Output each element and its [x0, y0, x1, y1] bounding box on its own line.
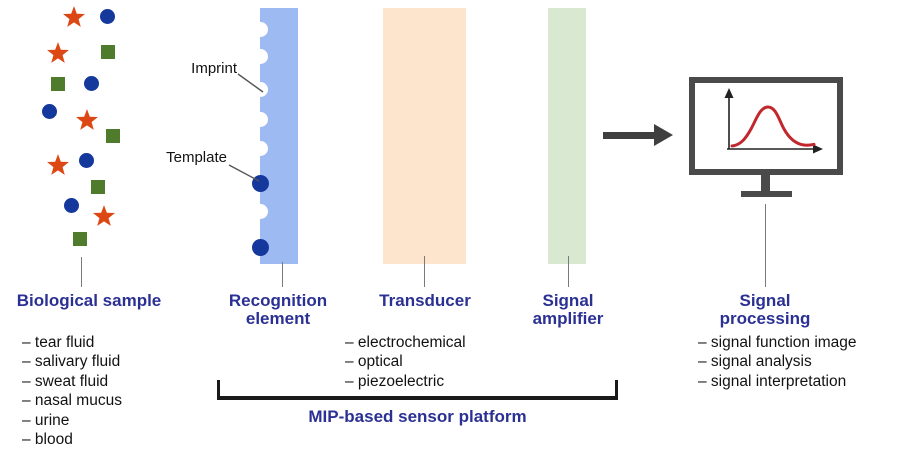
analyte-circle-icon	[83, 75, 99, 91]
template-dot-icon	[251, 174, 269, 192]
x-axis-arrowhead	[813, 144, 823, 154]
signal-amplifier-title: Signal amplifier	[506, 292, 630, 327]
analyte-star-icon	[63, 6, 85, 27]
imprint-notch	[252, 111, 268, 127]
analyte-star-icon	[93, 205, 115, 226]
analyte-circle-icon	[63, 197, 79, 213]
biological-sample-title: Biological sample	[16, 291, 162, 310]
template-dot-icon	[251, 238, 269, 256]
list-item: – signal analysis	[698, 353, 812, 371]
analyte-star-icon	[47, 42, 69, 63]
list-item: – nasal mucus	[22, 392, 122, 410]
list-item: – sweat fluid	[22, 372, 109, 390]
analyte-star-icon	[76, 109, 98, 130]
amplifier-title-line2: amplifier	[532, 308, 604, 328]
analyte-circle-icon	[99, 8, 115, 24]
imprint-notch	[252, 21, 268, 37]
analyte-square-icon	[51, 77, 65, 91]
transducer-connector-line	[423, 256, 425, 287]
list-item: – tear fluid	[22, 334, 95, 351]
arrow-shaft	[603, 132, 654, 139]
processing-title-line2: processing	[719, 308, 811, 328]
list-item: – optical	[345, 353, 403, 371]
list-item: – signal function image	[698, 334, 857, 351]
signal-amplifier-bar	[548, 8, 586, 264]
monitor-screen	[689, 77, 843, 175]
imprint-label: Imprint	[191, 60, 237, 77]
transducer-title: Transducer	[379, 291, 471, 310]
list-item: – piezoelectric	[345, 372, 445, 390]
processing-connector-line	[764, 204, 766, 287]
signal-curve	[730, 105, 816, 148]
imprint-notch	[252, 203, 268, 219]
platform-bracket	[217, 380, 618, 400]
transducer-bar	[383, 8, 466, 264]
analyte-star-icon	[47, 154, 69, 175]
list-item: – blood	[22, 431, 73, 449]
analyte-circle-icon	[78, 152, 94, 168]
signal-curve-plot	[724, 88, 823, 154]
recognition-element-title: Recognition element	[212, 292, 344, 327]
amplifier-connector-line	[567, 256, 569, 287]
list-item: – salivary fluid	[22, 353, 121, 371]
biological-connector-line	[80, 257, 82, 287]
platform-bracket-label: MIP-based sensor platform	[308, 407, 527, 426]
monitor-icon	[689, 77, 843, 199]
recognition-element-bar	[251, 8, 298, 264]
recognition-title-line1: Recognition	[228, 291, 328, 310]
analyte-square-icon	[73, 232, 87, 246]
list-item: – urine	[22, 411, 70, 429]
imprint-notch	[252, 81, 268, 97]
template-label: Template	[166, 149, 227, 166]
monitor-stand-base	[741, 191, 792, 197]
analyte-square-icon	[106, 129, 120, 143]
biological-sample-list: – tear fluid – salivary fluid– sweat flui…	[22, 333, 122, 449]
analyte-square-icon	[101, 45, 115, 59]
processing-title-line1: Signal	[739, 291, 791, 310]
signal-processing-list: – signal function image – signal analysis…	[698, 333, 857, 391]
flow-arrow-icon	[603, 124, 673, 146]
signal-processing-title: Signal processing	[703, 292, 827, 327]
monitor-stand-neck	[761, 175, 770, 191]
imprint-notch	[252, 140, 268, 156]
imprint-notch	[252, 48, 268, 64]
amplifier-title-line1: Signal	[542, 291, 594, 310]
analyte-square-icon	[91, 180, 105, 194]
arrow-head	[654, 124, 673, 146]
recognition-title-line2: element	[245, 308, 311, 328]
recognition-connector-line	[281, 262, 283, 287]
list-item: – electrochemical	[345, 334, 466, 351]
transducer-list: – electrochemical – optical– piezoelectri…	[345, 333, 466, 391]
y-axis-arrowhead	[724, 88, 734, 98]
list-item: – signal interpretation	[698, 372, 847, 390]
analyte-circle-icon	[41, 103, 57, 119]
